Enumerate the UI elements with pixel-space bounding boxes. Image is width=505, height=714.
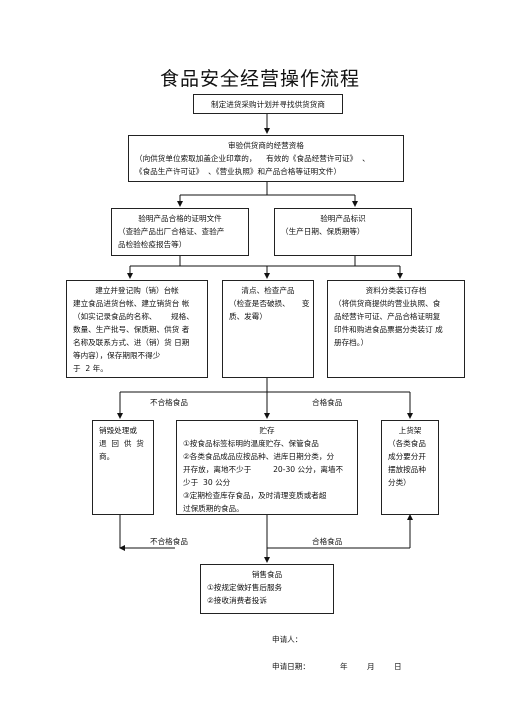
step-destroy-line: 销毁处理或	[99, 426, 137, 435]
label-qualified-bottom: 合格食品	[312, 537, 343, 546]
step-archive-documents: 资料分类装订存档 （将供货商提供的营业执照、食 品经营许可证、产品合格证明复 印…	[327, 280, 465, 378]
step-shelving-line: 摆放按品种	[388, 465, 426, 474]
step-destroy-or-return: 销毁处理或 退 回 供 货 商。	[92, 420, 154, 515]
step-verify-supplier-line: 《食品生产许可证》 、《营业执照》和产品合格等证明文件）	[135, 167, 342, 176]
label-qualified-top: 合格食品	[312, 398, 343, 407]
step-storage-line: ③定期检查库存食品，及时清理变质或者超	[183, 491, 327, 500]
step-verify-labels-line: （生产日期、保质期等）	[281, 227, 365, 236]
step-storage-line: 贮存	[259, 426, 275, 435]
step-ledger-line: （如实记录食品的名称、 规格、	[73, 312, 194, 321]
step-verify-supplier-line: （向供货单位索取加盖企业印章的， 有效的《食品经营许可证》 、	[135, 154, 370, 163]
step-ledger-line: 名称及联系方式、进（销）货 日期	[73, 338, 190, 347]
step-storage-line: 开存放，离地不少于 20-30 公分，离墙不	[183, 465, 344, 474]
date-month-label: 月	[367, 662, 375, 671]
step-verify-certificates-line: 品检验检疫报告等）	[118, 240, 187, 249]
step-storage-line: ②各类食品成品应按品种、进库日期分类，分	[183, 452, 335, 461]
step-verify-labels-heading: 验明产品标识	[320, 214, 366, 223]
step-inspect-products-line: 质、发霉）	[229, 312, 267, 321]
step-storage-line: ①按食品标签标明的温度贮存、保管食品	[183, 439, 319, 448]
step-verify-supplier: 审验供货商的经营资格 （向供货单位索取加盖企业印章的， 有效的《食品经营许可证》…	[128, 135, 404, 182]
step-verify-certificates: 验明产品合格的证明文件 （查验产品出厂合格证、查验产 品检验检疫报告等）	[111, 208, 249, 256]
step-inspect-products-line: （检查是否破损、 变	[229, 299, 310, 308]
step-storage-line: 过保质期的食品。	[183, 504, 244, 513]
step-verify-supplier-heading: 审验供货商的经营资格	[228, 141, 304, 150]
step-archive-documents-line: 品经营许可证、产品合格证明复	[334, 312, 441, 321]
step-sales: 销售食品 ①按规定做好售后服务 ②接收消费者投诉	[200, 564, 334, 614]
step-shelving-line: 成分要分开	[388, 452, 426, 461]
step-shelving-line: 上货架	[398, 426, 422, 435]
date-day-label: 日	[394, 662, 402, 671]
step-archive-documents-line: （将供货商提供的营业执照、食	[334, 299, 441, 308]
step-destroy-line: 退 回 供 货	[99, 439, 144, 448]
step-verify-certificates-line: （查验产品出厂合格证、查验产	[118, 227, 225, 236]
date-year-label: 年	[340, 662, 348, 671]
step-shelving-line: （各类食品	[388, 439, 426, 448]
label-unqualified-top: 不合格食品	[150, 398, 188, 407]
step-verify-certificates-heading: 验明产品合格的证明文件	[138, 214, 222, 223]
step-inspect-products-line: 清点、检查产品	[241, 286, 295, 295]
step-plan-purchase: 制定进货采购计划并寻找供货货商	[193, 94, 343, 114]
step-destroy-line: 商。	[99, 452, 115, 461]
page-title: 食品安全经营操作流程	[160, 68, 361, 90]
step-storage-line: 少于 30 公分	[183, 478, 231, 487]
step-plan-purchase-text: 制定进货采购计划并寻找供货货商	[211, 100, 325, 109]
step-ledger-line: 建立并登记购（销）台帐	[95, 286, 179, 295]
step-ledger-line: 于 2 年。	[73, 364, 108, 373]
step-archive-documents-line: 资料分类装订存档	[365, 286, 427, 295]
step-ledger: 建立并登记购（销）台帐 建立食品进货台帐、建立销货台 帐 （如实记录食品的名称、…	[66, 280, 208, 378]
step-inspect-products: 清点、检查产品 （检查是否破损、 变 质、发霉）	[222, 280, 314, 378]
step-ledger-line: 建立食品进货台帐、建立销货台 帐	[73, 299, 190, 308]
step-verify-labels: 验明产品标识 （生产日期、保质期等）	[274, 208, 412, 256]
step-sales-line: ①按规定做好售后服务	[207, 583, 283, 592]
step-sales-line: 销售食品	[251, 570, 283, 579]
step-archive-documents-line: 印件和购进食品票据分类装订 成	[334, 325, 443, 334]
step-sales-line: ②接收消费者投诉	[207, 596, 267, 605]
step-shelving-line: 分类）	[388, 478, 411, 487]
step-ledger-line: 数量、生产批号、保质期、供货 者	[73, 325, 190, 334]
step-shelving: 上货架 （各类食品 成分要分开 摆放按品种 分类）	[381, 420, 439, 515]
label-unqualified-bottom: 不合格食品	[150, 537, 188, 546]
step-archive-documents-line: 册存档。）	[334, 338, 369, 347]
step-ledger-line: 等内容），保存期限不得少	[73, 351, 161, 360]
date-label: 申请日期：	[272, 662, 310, 671]
step-storage: 贮存 ①按食品标签标明的温度贮存、保管食品 ②各类食品成品应按品种、进库日期分类…	[176, 420, 358, 515]
applicant-label: 申请人：	[272, 635, 303, 644]
